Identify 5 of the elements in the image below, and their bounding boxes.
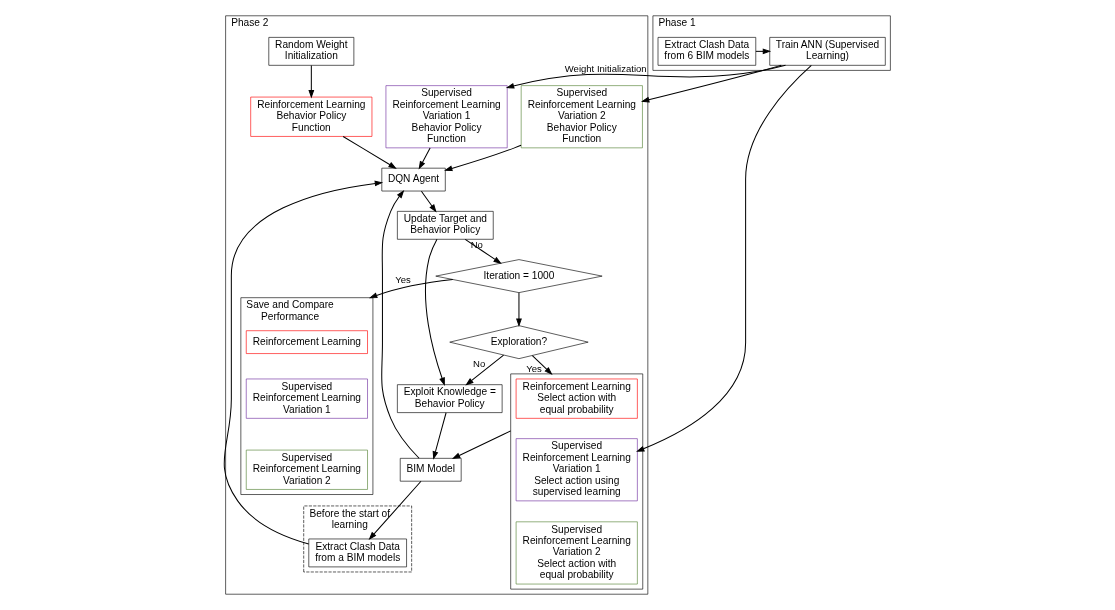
edge-label: No — [470, 239, 483, 251]
edge-label: Yes — [394, 273, 411, 285]
edge-label: Yes — [525, 363, 542, 375]
edge-label: Weight Initialization — [564, 63, 647, 75]
edge-label: No — [472, 357, 485, 369]
